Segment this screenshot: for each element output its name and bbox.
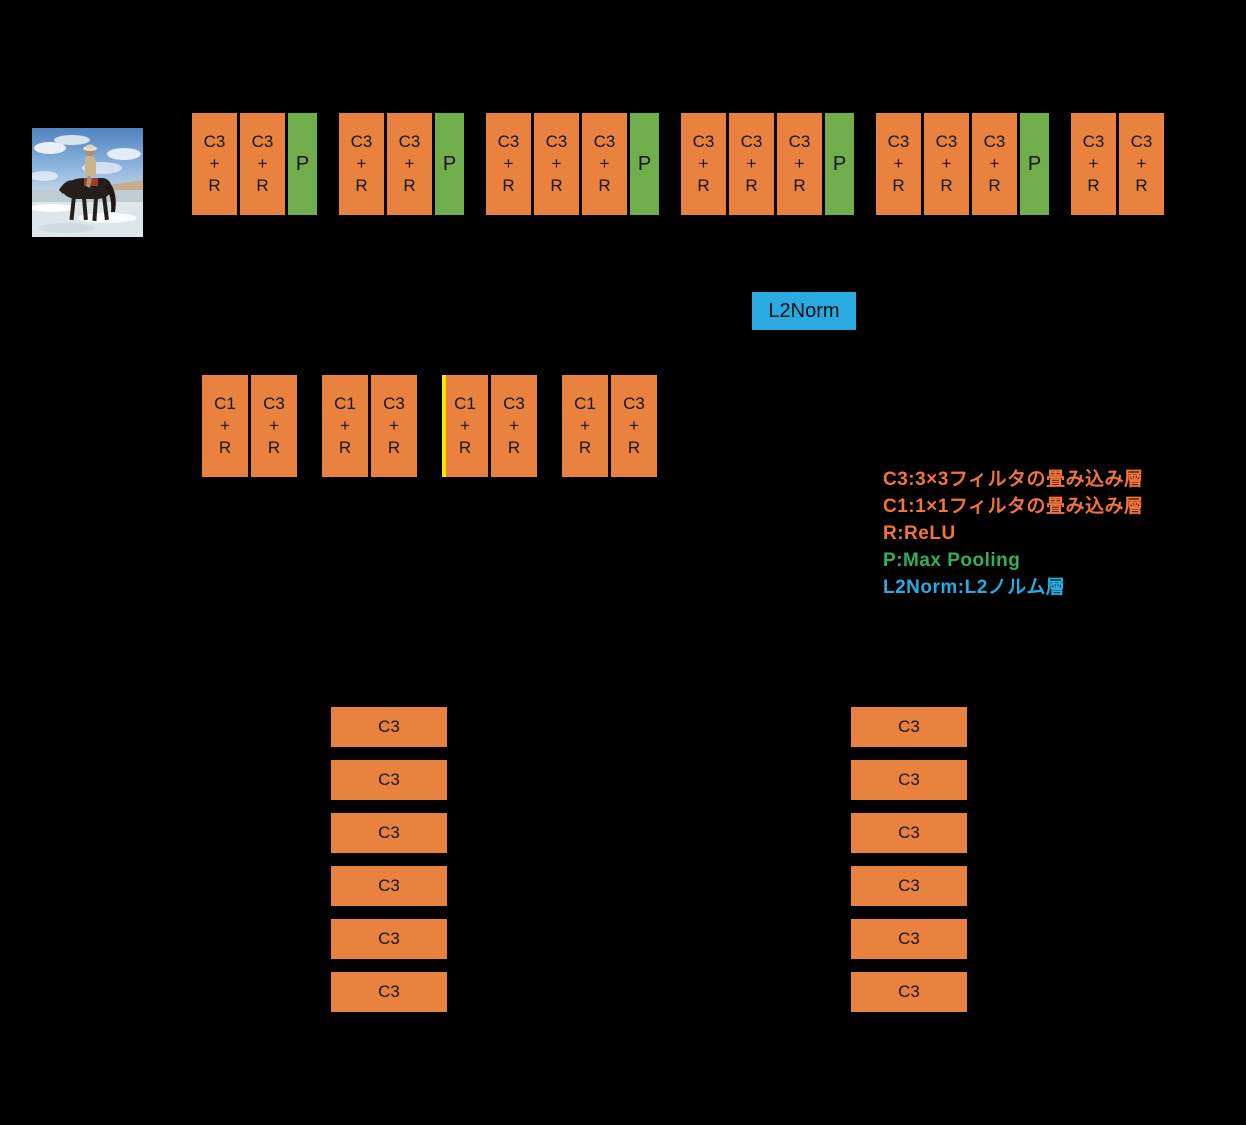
conv3x3-relu-block: C3 + R	[491, 375, 537, 477]
conv3x3-relu-block: C3 + R	[972, 113, 1017, 215]
max-pooling-block: P	[288, 113, 317, 215]
legend-line: L2Norm:L2ノルム層	[883, 577, 1066, 598]
conv3x3-detection-block: C3	[851, 866, 967, 906]
conv3x3-relu-block: C3 + R	[924, 113, 969, 215]
max-pooling-block: P	[435, 113, 464, 215]
conv1x1-relu-block: C1 + R	[202, 375, 248, 477]
conv3x3-relu-block: C3 + R	[582, 113, 627, 215]
conv3x3-relu-block: C3 + R	[1071, 113, 1116, 215]
conv3x3-relu-block: C3 + R	[486, 113, 531, 215]
conv3x3-relu-block: C3 + R	[240, 113, 285, 215]
legend-line: R:ReLU	[883, 523, 956, 544]
conv3x3-detection-block: C3	[331, 813, 447, 853]
legend: C3:3×3フィルタの畳み込み層 C1:1×1フィルタの畳み込み層 R:ReLU P:…	[883, 466, 1143, 601]
conv1x1-relu-block: C1 + R	[562, 375, 608, 477]
l2norm-label: L2Norm	[768, 299, 840, 322]
conv3x3-relu-block: C3 + R	[387, 113, 432, 215]
conv3x3-relu-block: C3 + R	[729, 113, 774, 215]
conv3x3-detection-block: C3	[331, 760, 447, 800]
conv3x3-relu-block: C3 + R	[777, 113, 822, 215]
conv1x1-relu-block: C1 + R	[442, 375, 488, 477]
max-pooling-block: P	[630, 113, 659, 215]
max-pooling-block: P	[825, 113, 854, 215]
conv3x3-detection-block: C3	[851, 813, 967, 853]
conv3x3-relu-block: C3 + R	[534, 113, 579, 215]
conv3x3-relu-block: C3 + R	[339, 113, 384, 215]
conv3x3-relu-block: C3 + R	[251, 375, 297, 477]
conv3x3-detection-block: C3	[851, 919, 967, 959]
conv1x1-relu-block: C1 + R	[322, 375, 368, 477]
conv3x3-detection-block: C3	[331, 866, 447, 906]
conv3x3-relu-block: C3 + R	[192, 113, 237, 215]
legend-line: C1:1×1フィルタの畳み込み層	[883, 496, 1144, 517]
conv3x3-detection-block: C3	[851, 707, 967, 747]
conv3x3-detection-block: C3	[851, 972, 967, 1012]
l2norm-block: L2Norm	[752, 292, 856, 330]
conv3x3-detection-block: C3	[851, 760, 967, 800]
conv3x3-detection-block: C3	[331, 707, 447, 747]
conv3x3-relu-block: C3 + R	[1119, 113, 1164, 215]
horse-rider-photo	[30, 128, 143, 237]
max-pooling-block: P	[1020, 113, 1049, 215]
legend-line: P:Max Pooling	[883, 550, 1021, 571]
conv3x3-relu-block: C3 + R	[371, 375, 417, 477]
conv3x3-relu-block: C3 + R	[681, 113, 726, 215]
legend-line: C3:3×3フィルタの畳み込み層	[883, 469, 1144, 490]
conv3x3-detection-block: C3	[331, 919, 447, 959]
input-image	[30, 128, 143, 237]
conv3x3-relu-block: C3 + R	[876, 113, 921, 215]
conv3x3-relu-block: C3 + R	[611, 375, 657, 477]
conv3x3-detection-block: C3	[331, 972, 447, 1012]
